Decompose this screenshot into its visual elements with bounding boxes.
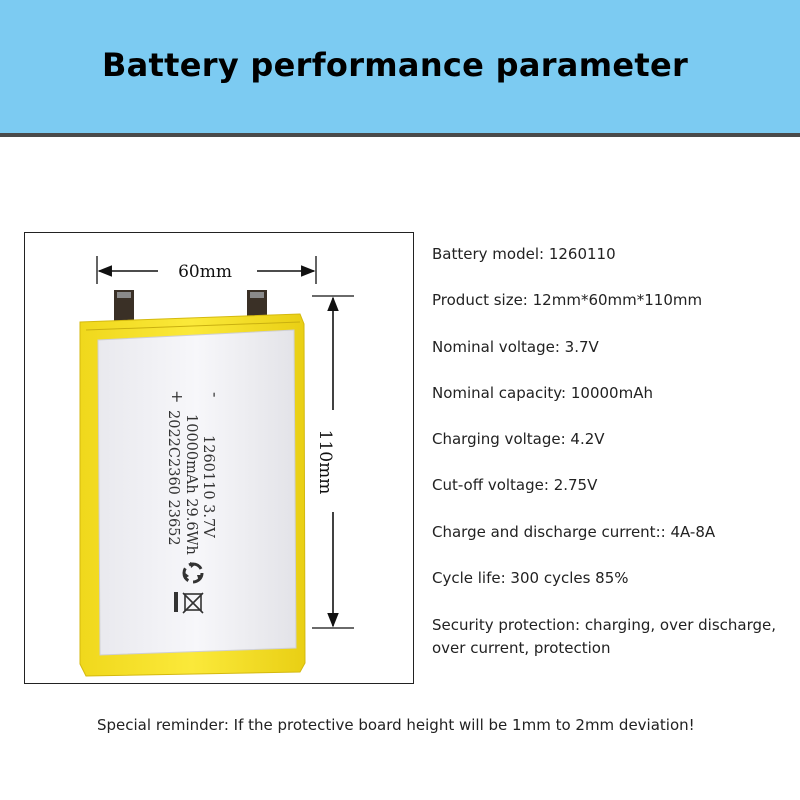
param-security-protection: Security protection: charging, over disc… — [432, 616, 777, 657]
special-reminder: Special reminder: If the protective boar… — [97, 716, 695, 734]
print-plus: + — [168, 390, 187, 403]
battery-foil — [97, 329, 297, 656]
width-dimension: 60mm — [96, 256, 317, 284]
header-banner: Battery performance parameter — [0, 0, 800, 137]
width-label: 60mm — [178, 262, 232, 282]
recycle-icon — [182, 562, 204, 584]
param-cutoff-voltage: Cut-off voltage: 2.75V — [432, 476, 598, 494]
print-line-batch: 2022C2360 23652 — [165, 410, 181, 546]
print-minus: - — [206, 392, 225, 397]
print-line-model: 1260110 3.7V — [200, 435, 216, 538]
param-charge-discharge-current: Charge and discharge current:: 4A-8A — [432, 523, 716, 541]
param-product-size: Product size: 12mm*60mm*110mm — [432, 291, 703, 309]
param-nominal-voltage: Nominal voltage: 3.7V — [432, 338, 599, 356]
height-label: 110mm — [315, 430, 335, 495]
param-nominal-capacity: Nominal capacity: 10000mAh — [432, 384, 653, 402]
crossed-bin-icon — [174, 592, 204, 614]
page-title: Battery performance parameter — [101, 46, 689, 84]
height-dimension: 110mm — [312, 295, 354, 629]
param-battery-model: Battery model: 1260110 — [432, 245, 616, 263]
param-cycle-life: Cycle life: 300 cycles 85% — [432, 569, 629, 587]
param-charging-voltage: Charging voltage: 4.2V — [432, 430, 605, 448]
print-line-capacity: 10000mAh 29.6Wh — [183, 414, 199, 555]
